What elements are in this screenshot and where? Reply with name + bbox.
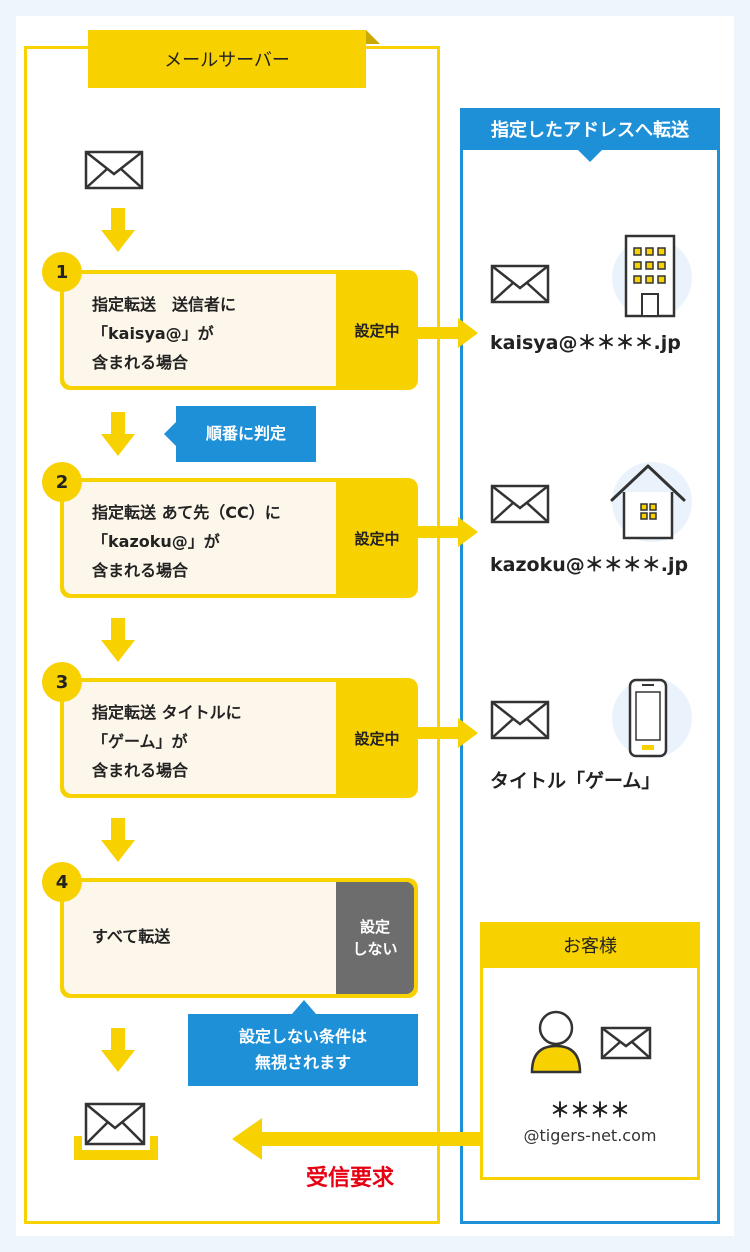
destination-address: kazoku@＊＊＊＊.jp: [490, 554, 689, 576]
rule-condition: 指定転送 タイトルに 「ゲーム」が 含まれる場合: [92, 698, 332, 785]
receive-request-label: 受信要求: [306, 1166, 395, 1191]
rule-line: 含まれる場合: [92, 353, 189, 372]
rule-card-3: 指定転送 タイトルに 「ゲーム」が 含まれる場合 設定中: [60, 678, 418, 798]
rule-condition: 指定転送 あて先（CC）に 「kazoku@」が 含まれる場合: [92, 498, 332, 585]
forward-title-pointer: [578, 150, 602, 162]
destination-title: タイトル「ゲーム」: [490, 770, 661, 792]
server-title: メールサーバー: [88, 30, 366, 88]
ignore-note-pointer: [292, 1000, 316, 1014]
mail-icon: [490, 264, 550, 304]
rule-card-2: 指定転送 あて先（CC）に 「kazoku@」が 含まれる場合 設定中: [60, 478, 418, 598]
down-arrow-icon: [101, 818, 135, 862]
rule-card-body: 指定転送 あて先（CC）に 「kazoku@」が 含まれる場合: [64, 482, 336, 594]
rule-status: 設定中: [354, 321, 400, 340]
customer-title: お客様: [480, 922, 700, 968]
rule-card-body: 指定転送 タイトルに 「ゲーム」が 含まれる場合: [64, 682, 336, 794]
mail-icon: [490, 484, 550, 524]
ignore-note: 設定しない条件は 無視されます: [188, 1014, 418, 1086]
rule-line: 指定転送 タイトルに: [92, 703, 242, 722]
rule-line: 指定転送 送信者に: [92, 295, 237, 314]
ignore-note-line: 設定しない条件は: [238, 1027, 367, 1046]
down-arrow-icon: [101, 1028, 135, 1072]
rule-number-badge: 2: [42, 462, 82, 502]
rule-status-line: しない: [352, 940, 398, 958]
rule-card-body: 指定転送 送信者に 「kaisya@」が 含まれる場合: [64, 274, 336, 386]
rule-number-badge: 4: [42, 862, 82, 902]
rule-line: 「kaisya@」が: [92, 324, 214, 343]
order-note: 順番に判定: [176, 406, 316, 462]
incoming-mail-icon: [84, 150, 144, 190]
building-icon: [612, 234, 692, 318]
customer-domain: @tigers-net.com: [523, 1126, 657, 1145]
rule-line: 「ゲーム」が: [92, 732, 188, 751]
house-icon: [610, 462, 692, 542]
server-title-fold: [366, 30, 380, 44]
mail-icon: [490, 700, 550, 740]
down-arrow-icon: [101, 618, 135, 662]
forward-title: 指定したアドレスへ転送: [460, 108, 720, 150]
person-icon: [530, 1010, 582, 1074]
rule-line: 指定転送 あて先（CC）に: [92, 503, 281, 522]
left-arrow-icon: [232, 1118, 482, 1160]
destination-address: kaisya@＊＊＊＊.jp: [490, 332, 681, 354]
rule-status-off: 設定 しない: [336, 882, 414, 994]
rule-number-badge: 1: [42, 252, 82, 292]
rule-card-4: すべて転送 設定 しない: [60, 878, 418, 998]
ignore-note-line: 無視されます: [254, 1053, 351, 1072]
right-arrow-icon: [418, 718, 478, 748]
mail-icon: [600, 1026, 652, 1060]
rule-condition: 指定転送 送信者に 「kaisya@」が 含まれる場合: [92, 290, 332, 377]
rule-status-line: 設定: [359, 918, 390, 936]
right-arrow-icon: [418, 517, 478, 547]
down-arrow-icon: [101, 412, 135, 456]
rule-status: 設定中: [354, 729, 400, 748]
rule-number-badge: 3: [42, 662, 82, 702]
right-arrow-icon: [418, 318, 478, 348]
rule-line: 含まれる場合: [92, 561, 189, 580]
customer-name: ＊＊＊＊: [550, 1098, 630, 1122]
order-note-pointer: [164, 422, 176, 446]
rule-condition: すべて転送: [92, 927, 171, 946]
down-arrow-icon: [101, 208, 135, 252]
rule-card-body: すべて転送: [64, 882, 336, 994]
rule-status: 設定中: [354, 529, 400, 548]
rule-line: 含まれる場合: [92, 761, 189, 780]
inbox-tray-icon: [74, 1102, 158, 1160]
rule-card-1: 指定転送 送信者に 「kaisya@」が 含まれる場合 設定中: [60, 270, 418, 390]
rule-line: 「kazoku@」が: [92, 532, 220, 551]
smartphone-icon: [612, 678, 692, 758]
